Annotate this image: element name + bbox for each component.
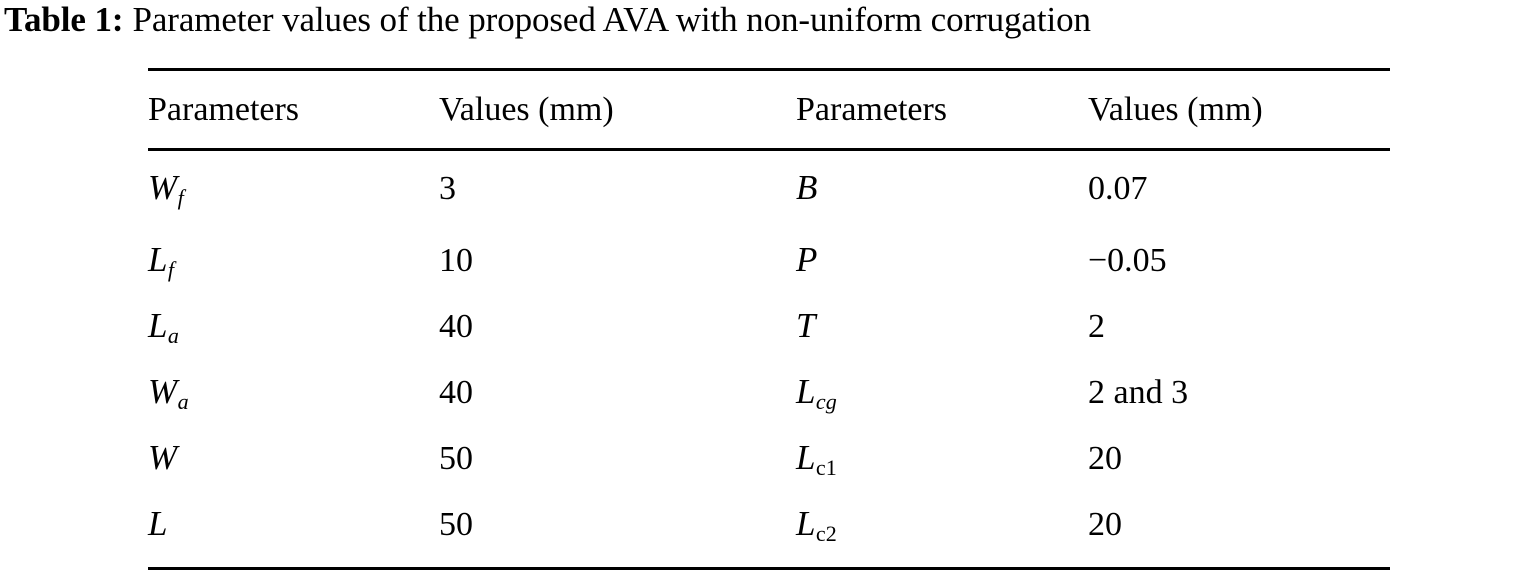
caption-text: Parameter values of the proposed AVA wit… bbox=[132, 0, 1091, 39]
parameter-symbol-left: Wa bbox=[148, 372, 189, 415]
table-header-row: Parameters Values (mm) Parameters Values… bbox=[148, 71, 1390, 148]
parameter-symbol-left-subscript: f bbox=[167, 257, 175, 283]
cell-value-right: −0.05 bbox=[1088, 242, 1167, 279]
cell-value-left: 3 bbox=[439, 170, 456, 207]
cell-parameter-left: Lf bbox=[148, 229, 439, 295]
parameter-table: Parameters Values (mm) Parameters Values… bbox=[148, 68, 1390, 570]
cell-parameter-left: Wa bbox=[148, 361, 439, 427]
parameter-symbol-left: Lf bbox=[148, 240, 175, 283]
cell-value-right: 20 bbox=[1088, 506, 1122, 543]
cell-parameter-left: La bbox=[148, 295, 439, 361]
parameter-symbol-left-subscript: a bbox=[167, 323, 179, 349]
table-header: Parameters Values (mm) Parameters Values… bbox=[148, 71, 1390, 148]
table-caption: Table 1:Parameter values of the proposed… bbox=[4, 0, 1537, 42]
table-row: W 50 Lc1 20 bbox=[148, 427, 1390, 493]
table-rule-top bbox=[148, 68, 1390, 71]
cell-parameter-right: Lcg bbox=[796, 361, 1088, 427]
parameter-symbol-right: Lc2 bbox=[796, 504, 837, 547]
table-row: Wf 3 B 0.07 bbox=[148, 151, 1390, 229]
parameter-symbol-left: Wf bbox=[148, 168, 184, 211]
table-grid: Parameters Values (mm) Parameters Values… bbox=[148, 71, 1390, 148]
column-header-parameters-left: Parameters bbox=[148, 91, 300, 128]
cell-parameter-left: L bbox=[148, 493, 439, 559]
caption-label: Table 1: bbox=[4, 0, 124, 39]
parameter-symbol-left-subscript: f bbox=[177, 185, 184, 211]
parameter-symbol-right: Lcg bbox=[796, 372, 837, 415]
parameter-symbol-left: La bbox=[148, 306, 179, 349]
table-row: La 40 T 2 bbox=[148, 295, 1390, 361]
cell-value-left: 10 bbox=[439, 242, 473, 279]
table-figure: Table 1:Parameter values of the proposed… bbox=[4, 0, 1537, 570]
parameter-symbol-left-subscript: a bbox=[177, 389, 189, 415]
table-row: Lf 10 P −0.05 bbox=[148, 229, 1390, 295]
cell-value-right: 20 bbox=[1088, 440, 1122, 477]
cell-value-left: 50 bbox=[439, 506, 473, 543]
cell-parameter-right: B bbox=[796, 151, 1088, 229]
table-row: Wa 40 Lcg 2 and 3 bbox=[148, 361, 1390, 427]
cell-parameter-left: Wf bbox=[148, 151, 439, 229]
parameter-symbol-right-subscript: c1 bbox=[815, 455, 837, 481]
cell-value-right: 0.07 bbox=[1088, 170, 1148, 207]
column-header-parameters-right: Parameters bbox=[796, 91, 948, 128]
table-bottom-spacer bbox=[148, 559, 1390, 567]
parameter-symbol-left: L bbox=[148, 504, 168, 543]
parameter-symbol-right: Lc1 bbox=[796, 438, 837, 481]
cell-value-right: 2 bbox=[1088, 308, 1105, 345]
cell-value-right: 2 and 3 bbox=[1088, 374, 1189, 411]
cell-parameter-right: Lc2 bbox=[796, 493, 1088, 559]
parameter-symbol-right-subscript: c2 bbox=[815, 521, 837, 547]
parameter-symbol-right-subscript: cg bbox=[815, 389, 837, 415]
cell-value-left: 50 bbox=[439, 440, 473, 477]
parameter-symbol-right: P bbox=[796, 240, 818, 279]
cell-parameter-right: T bbox=[796, 295, 1088, 361]
column-header-values-left: Values (mm) bbox=[439, 91, 614, 128]
cell-value-left: 40 bbox=[439, 374, 473, 411]
cell-parameter-left: W bbox=[148, 427, 439, 493]
cell-parameter-right: P bbox=[796, 229, 1088, 295]
column-header-values-right: Values (mm) bbox=[1088, 91, 1263, 128]
cell-parameter-right: Lc1 bbox=[796, 427, 1088, 493]
parameter-symbol-left: W bbox=[148, 438, 178, 477]
table-row: L 50 Lc2 20 bbox=[148, 493, 1390, 559]
parameter-symbol-right: T bbox=[796, 306, 816, 345]
cell-value-left: 40 bbox=[439, 308, 473, 345]
parameter-symbol-right: B bbox=[796, 168, 818, 207]
table-rule-header bbox=[148, 148, 1390, 151]
